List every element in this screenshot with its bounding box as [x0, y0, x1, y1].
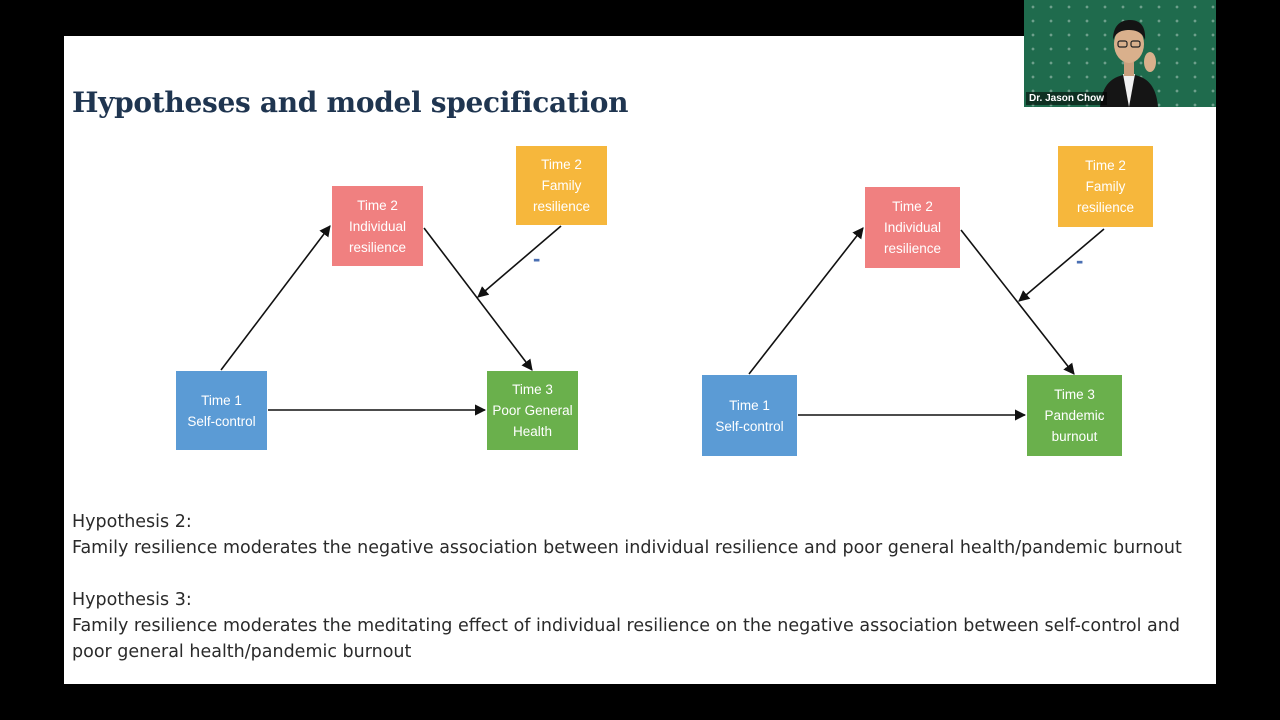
right-individual-resilience-box: Time 2 Individual resilience — [865, 187, 960, 268]
left-individual-resilience-box: Time 2 Individual resilience — [332, 186, 423, 266]
arrow-right-selfcontrol-to-individual — [748, 227, 864, 375]
slide: Hypotheses and model specification Time … — [64, 36, 1216, 684]
speaker-figure-icon — [1100, 20, 1158, 107]
right-outcome-box: Time 3 Pandemic burnout — [1027, 375, 1122, 456]
left-outcome-box: Time 3 Poor General Health — [487, 371, 578, 450]
arrow-left-selfcontrol-to-individual — [220, 225, 331, 371]
slide-title: Hypotheses and model specification — [72, 86, 629, 119]
hypothesis3-text-line2: poor general health/pandemic burnout — [72, 642, 412, 662]
arrow-left-family-moderation — [477, 225, 562, 298]
right-selfcontrol-box: Time 1 Self-control — [702, 375, 797, 456]
hypothesis3-heading: Hypothesis 3: — [72, 590, 192, 610]
right-negative-sign: - — [1076, 248, 1084, 273]
hypothesis2-text: Family resilience moderates the negative… — [72, 538, 1182, 558]
arrow-left-individual-to-outcome — [423, 227, 533, 371]
speaker-video-tile[interactable]: Dr. Jason Chow — [1024, 0, 1216, 107]
hypothesis3-text-line1: Family resilience moderates the meditati… — [72, 616, 1180, 636]
diagram-arrows — [220, 225, 1105, 421]
left-selfcontrol-box: Time 1 Self-control — [176, 371, 267, 450]
arrow-right-individual-to-outcome — [960, 229, 1075, 375]
left-negative-sign: - — [533, 246, 541, 271]
left-family-resilience-box: Time 2 Family resilience — [516, 146, 607, 225]
speaker-name-label: Dr. Jason Chow — [1026, 92, 1108, 105]
right-family-resilience-box: Time 2 Family resilience — [1058, 146, 1153, 227]
hypothesis2-heading: Hypothesis 2: — [72, 512, 192, 532]
arrow-right-family-moderation — [1018, 228, 1105, 302]
